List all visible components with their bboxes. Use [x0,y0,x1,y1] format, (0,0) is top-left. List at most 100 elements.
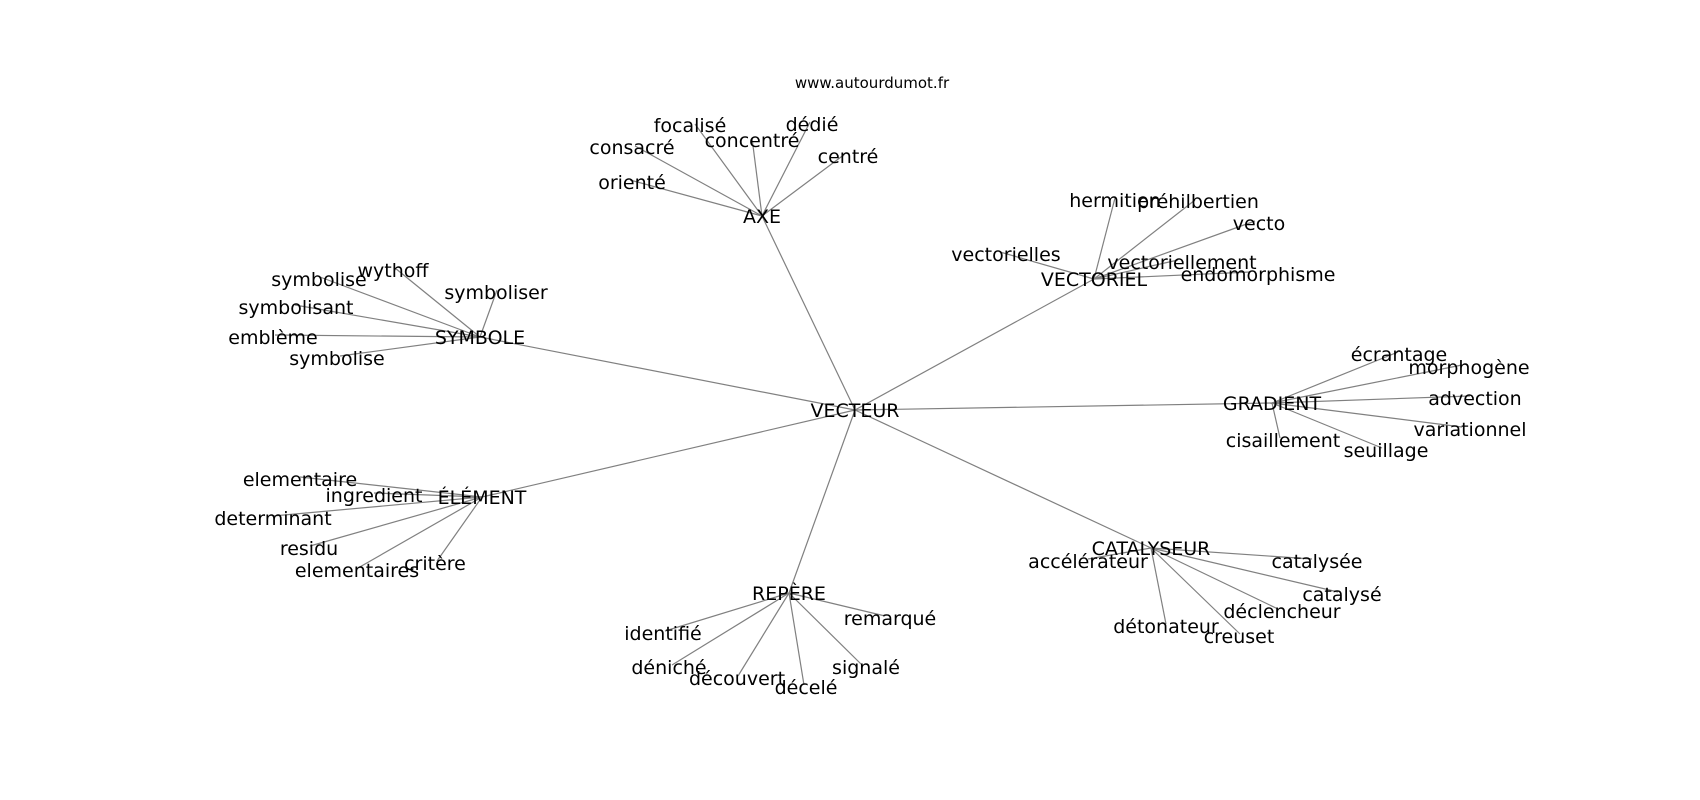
hub-node-axe: AXE [743,206,781,228]
leaf-node-label: déniché [631,657,706,679]
leaf-node-label: symboliser [444,282,547,304]
edge-center-element [481,409,856,498]
leaf-node-label: ingredient [326,485,423,507]
leaf-node-label: consacré [589,137,674,159]
edge-gradient-leaf [1271,351,1399,404]
site-credit: www.autourdumot.fr [795,74,950,92]
hub-node-catalyseur: CATALYSEUR [1092,538,1211,560]
hub-node-vectoriel: VECTORIEL [1041,269,1148,291]
edge-gradient-leaf [1271,395,1471,404]
leaf-node-label: catalysée [1272,551,1363,573]
edge-gradient-leaf [1271,364,1463,404]
edge-center-axe [761,215,856,411]
edge-catalyseur-leaf [1150,547,1241,635]
leaf-node-label: creuset [1204,626,1275,648]
edge-element-leaf [272,496,483,517]
edge-axe-leaf [751,137,763,217]
leaf-node-label: critère [404,553,466,575]
leaf-node-label: détonateur [1113,616,1219,638]
leaf-node-label: variationnel [1413,419,1526,441]
leaf-node-label: centré [818,146,879,168]
edge-symbole-leaf [479,289,498,338]
edge-element-leaf [373,492,483,498]
hub-node-repere: REPÈRE [752,582,826,605]
leaf-node-label: accélérateur [1028,551,1148,573]
edge-symbole-leaf [319,276,481,338]
leaf-node-label: vectoriellement [1107,252,1256,274]
leaf-node-label: advection [1428,388,1521,410]
graph-edges [272,121,1471,686]
edge-center-catalyseur [854,409,1152,549]
edge-symbole-leaf [339,336,481,357]
edge-gradient-leaf [1271,402,1463,428]
edge-element-leaf [299,476,483,498]
leaf-node-label: déclencheur [1223,601,1340,623]
leaf-node-label: residu [280,538,338,560]
edge-catalyseur-leaf [1150,547,1313,560]
edge-element-leaf [357,496,483,569]
leaf-node-label: découvert [689,668,785,690]
edge-symbole-leaf [394,267,481,338]
hub-node-gradient: GRADIENT [1223,393,1322,415]
edge-axe-leaf [629,179,763,217]
edge-symbole-leaf [294,304,481,338]
hub-node-symbole: SYMBOLE [435,327,525,349]
edge-center-gradient [854,402,1273,411]
leaf-node-label: wythoff [358,260,430,282]
edge-center-symbole [479,336,856,411]
leaf-node-label: préhilbertien [1137,191,1259,213]
edge-vectoriel-leaf [1093,271,1251,280]
edge-center-vectoriel [854,278,1095,411]
edge-element-leaf [309,496,483,547]
leaf-node-label: symbolise [289,348,384,370]
edge-axe-leaf [761,121,811,217]
leaf-node-label: elementaires [295,560,419,582]
leaf-node-label: emblème [228,327,317,349]
leaf-node-label: catalysé [1302,584,1381,606]
edge-catalyseur-leaf [1150,547,1279,610]
edge-gradient-leaf [1271,402,1383,449]
leaf-node-label: dédié [786,114,839,136]
edge-vectoriel-leaf [999,251,1095,280]
edge-axe-leaf [694,123,763,217]
leaf-node-label: signalé [832,657,900,679]
leaf-node-label: symbolisant [239,297,354,319]
edge-vectoriel-leaf [1093,220,1256,280]
leaf-node-label: écrantage [1351,344,1447,366]
leaf-node-label: décelé [775,677,838,699]
leaf-node-label: seuillage [1344,440,1429,462]
edge-repere-leaf [664,592,790,632]
leaf-node-label: remarqué [844,608,937,630]
edge-element-leaf [436,496,483,562]
leaf-node-label: elementaire [243,469,357,491]
edge-repere-leaf [788,592,805,686]
edge-repere-leaf [671,592,790,666]
edge-catalyseur-leaf [1087,547,1152,560]
leaf-node-label: endomorphisme [1181,264,1336,286]
edge-symbole-leaf [274,334,481,338]
leaf-node-label: orienté [598,172,666,194]
graph-labels: focalisé dédié consacré concentré centré orie… [214,114,1529,699]
hub-node-element: ÉLÉMENT [438,486,527,509]
edge-vectoriel-leaf [1093,199,1196,280]
edge-axe-leaf [761,153,846,217]
leaf-node-label: concentré [705,130,800,152]
leaf-node-label: hermitien [1069,190,1160,212]
leaf-node-label: determinant [214,508,331,530]
leaf-node-label: morphogène [1408,357,1529,379]
leaf-node-label: focalisé [654,115,727,137]
edge-center-repere [788,409,856,594]
edge-catalyseur-leaf [1150,547,1167,625]
edge-vectoriel-leaf [1093,197,1116,280]
edge-repere-leaf [788,592,886,617]
leaf-node-label: symbolise [271,269,366,291]
edge-axe-leaf [634,145,763,217]
edge-repere-leaf [788,592,863,666]
edge-catalyseur-leaf [1150,547,1339,593]
edge-repere-leaf [737,592,790,677]
edge-vectoriel-leaf [1093,259,1179,280]
leaf-node-label: cisaillement [1226,430,1340,452]
leaf-node-label: identifié [624,623,701,645]
edge-gradient-leaf [1271,402,1281,439]
